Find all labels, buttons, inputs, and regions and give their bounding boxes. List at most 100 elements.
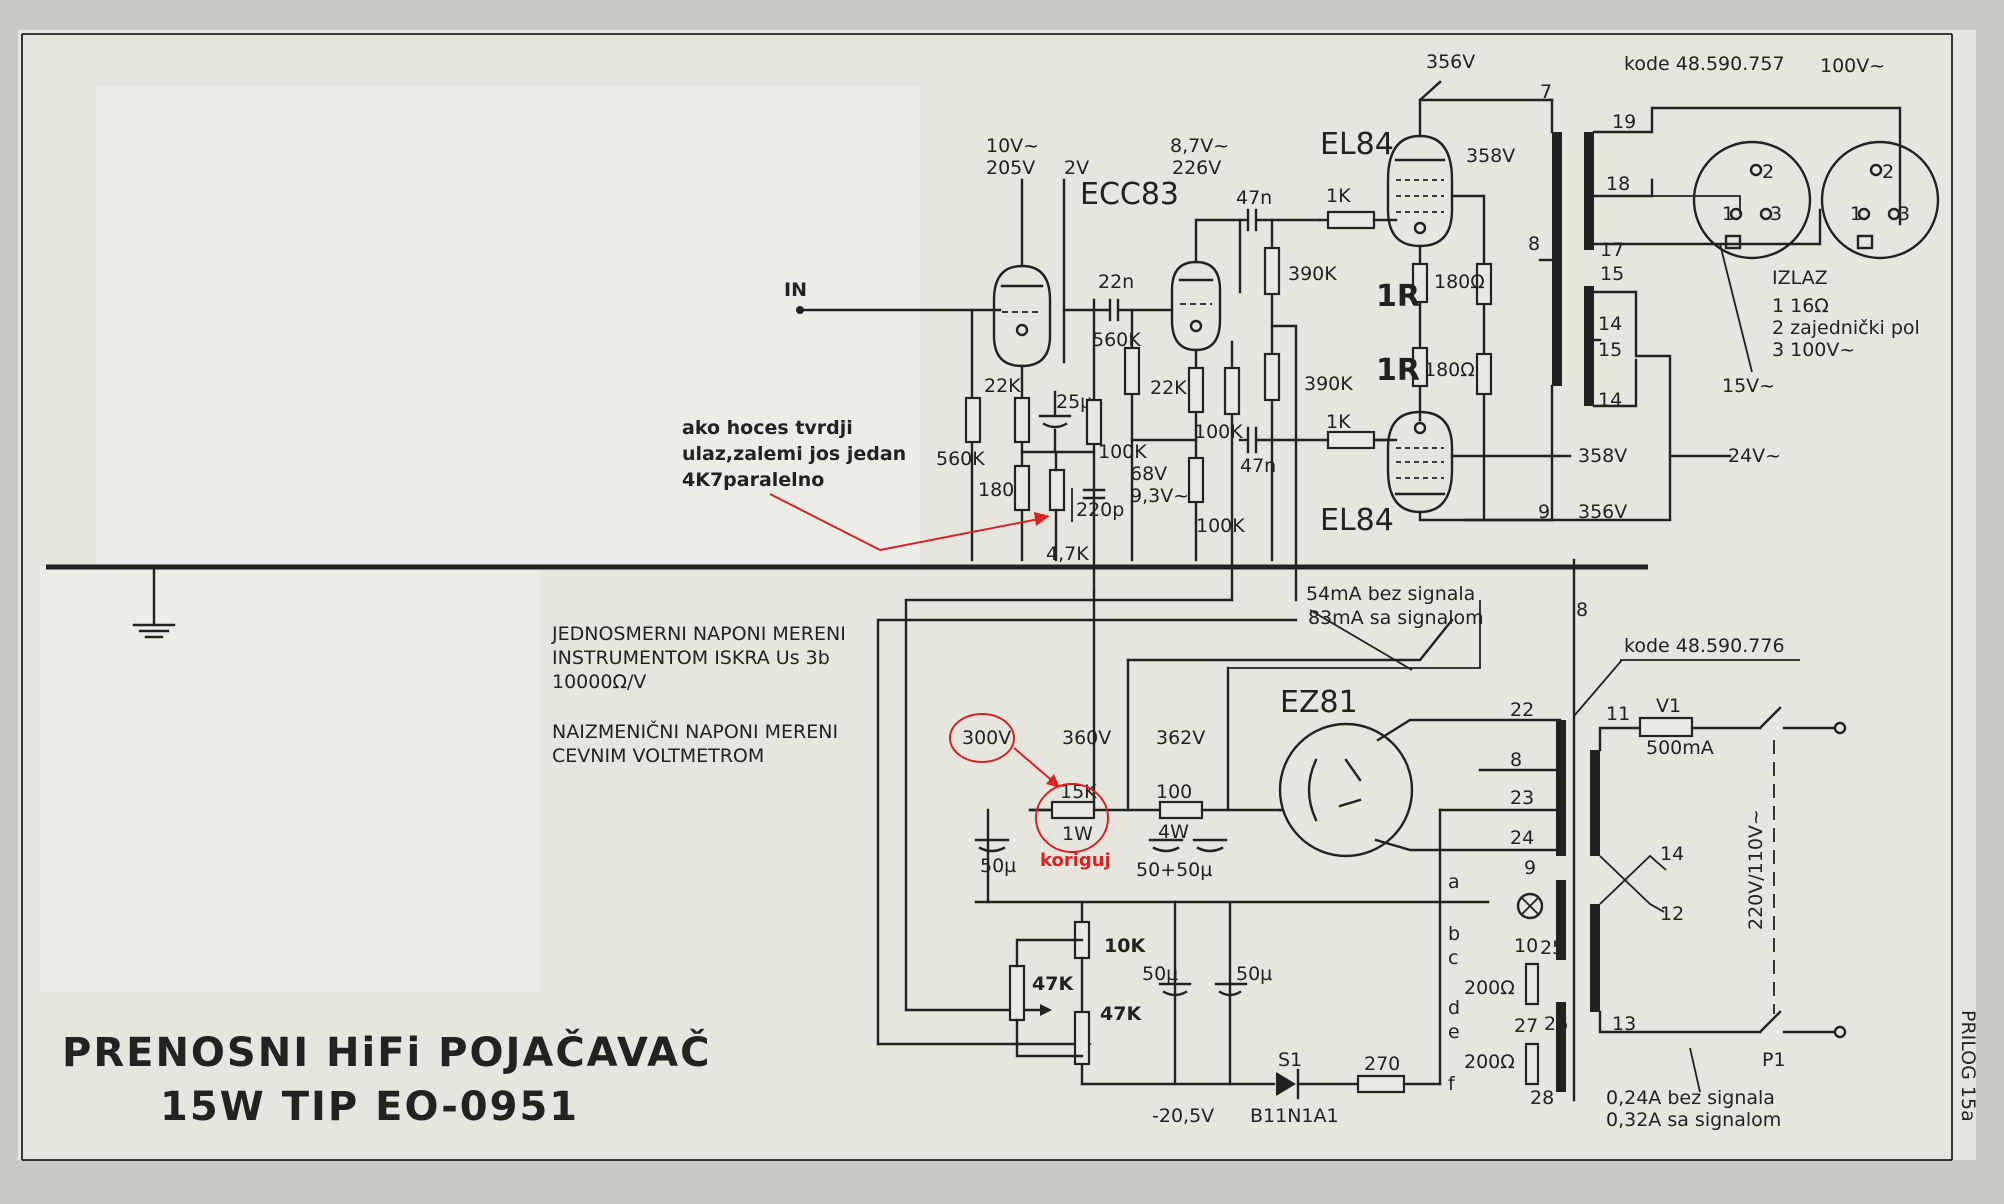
- svg-text:1K: 1K: [1326, 411, 1351, 433]
- svg-text:18: 18: [1606, 173, 1630, 195]
- output-socket-1[interactable]: 123: [1692, 140, 1812, 260]
- tube-el84-bottom: EL84: [1320, 503, 1394, 538]
- highlight-300v: [949, 713, 1015, 763]
- fix-label: koriguj: [1040, 850, 1111, 871]
- resistor-270: [1356, 1074, 1406, 1094]
- svg-text:kode 48.590.757: kode 48.590.757: [1624, 53, 1785, 75]
- pot-4k7: [1048, 468, 1066, 512]
- svg-text:100V~: 100V~: [1820, 55, 1885, 77]
- pot-47k-a: [1008, 964, 1026, 1022]
- svg-text:JEDNOSMERNI NAPONI MERENI: JEDNOSMERNI NAPONI MERENI: [551, 623, 846, 645]
- erased-area-2: [40, 566, 540, 992]
- svg-text:15V~: 15V~: [1722, 375, 1775, 397]
- resistor-100: [1158, 800, 1204, 820]
- svg-text:22K: 22K: [1150, 377, 1187, 399]
- output-socket-2[interactable]: 123: [1820, 140, 1940, 260]
- svg-text:13: 13: [1612, 1013, 1636, 1035]
- mains-switch-a[interactable]: [1758, 706, 1782, 730]
- resistor-180-b: [1475, 352, 1493, 396]
- tube-el84-top: EL84: [1320, 127, 1394, 162]
- svg-text:NAIZMENIČNI NAPONI MERENI: NAIZMENIČNI NAPONI MERENI: [552, 719, 838, 743]
- cap-50u-d: [1158, 982, 1192, 997]
- resistor-560k-b: [1123, 346, 1141, 396]
- svg-text:V1: V1: [1656, 695, 1681, 717]
- cap-50u-b: [1148, 838, 1184, 853]
- resistor-100k-c: [1187, 456, 1205, 504]
- svg-text:47K: 47K: [1100, 1003, 1142, 1025]
- svg-text:0,24A bez signala: 0,24A bez signala: [1606, 1087, 1775, 1109]
- pot-47k-b: [1073, 1010, 1091, 1066]
- svg-text:47n: 47n: [1236, 187, 1272, 209]
- svg-text:12: 12: [1660, 903, 1684, 925]
- resistor-390k-b: [1263, 352, 1281, 402]
- svg-text:3: 3: [1898, 203, 1910, 225]
- resistor-1r-a: [1411, 262, 1429, 304]
- svg-text:50µ: 50µ: [1236, 963, 1272, 985]
- svg-text:358V: 358V: [1578, 445, 1627, 467]
- resistor-feedback: [1085, 398, 1103, 446]
- title-line-1: PRENOSNI HiFi POJAČAVAČ: [62, 1028, 711, 1076]
- svg-text:1W: 1W: [1062, 823, 1093, 845]
- resistor-1k-a: [1326, 210, 1376, 230]
- svg-text:362V: 362V: [1156, 727, 1205, 749]
- svg-text:390K: 390K: [1288, 263, 1337, 285]
- mains-terminal-b[interactable]: [1833, 1025, 1847, 1039]
- svg-text:14: 14: [1598, 389, 1622, 411]
- svg-text:f: f: [1448, 1073, 1456, 1095]
- svg-text:2: 2: [1762, 161, 1774, 183]
- erased-area: [96, 86, 920, 566]
- svg-text:200Ω: 200Ω: [1464, 977, 1515, 999]
- svg-text:10V~: 10V~: [986, 135, 1039, 157]
- svg-text:300V: 300V: [962, 727, 1011, 749]
- resistor-1k-b: [1326, 430, 1376, 450]
- svg-text:kode 48.590.776: kode 48.590.776: [1624, 635, 1785, 657]
- svg-text:4W: 4W: [1158, 821, 1189, 843]
- output-transformer-core: [1552, 132, 1562, 386]
- annotation-1r-b: 1R: [1376, 353, 1420, 388]
- svg-text:54mA bez signala: 54mA bez signala: [1306, 583, 1475, 605]
- svg-text:2V: 2V: [1064, 157, 1089, 179]
- svg-text:100: 100: [1156, 781, 1192, 803]
- hint-line-1: ako hoces tvrdji: [682, 417, 853, 439]
- resistor-390k-a: [1263, 246, 1281, 296]
- svg-text:22: 22: [1510, 699, 1534, 721]
- svg-text:3 100V~: 3 100V~: [1772, 339, 1855, 361]
- svg-text:24V~: 24V~: [1728, 445, 1781, 467]
- svg-text:560K: 560K: [936, 448, 985, 470]
- svg-text:2: 2: [1882, 161, 1894, 183]
- cap-50u-a: [974, 838, 1010, 853]
- svg-text:26: 26: [1544, 1013, 1568, 1035]
- svg-text:15: 15: [1598, 339, 1622, 361]
- svg-text:11: 11: [1606, 703, 1630, 725]
- svg-text:205V: 205V: [986, 157, 1035, 179]
- svg-text:356V: 356V: [1426, 51, 1475, 73]
- svg-text:8: 8: [1510, 749, 1522, 771]
- mains-terminal-a[interactable]: [1833, 721, 1847, 735]
- input-terminal[interactable]: [796, 306, 804, 314]
- hint-line-3: 4K7paralelno: [682, 469, 824, 491]
- svg-text:226V: 226V: [1172, 157, 1221, 179]
- svg-text:9,3V~: 9,3V~: [1130, 485, 1189, 507]
- hint-arrow: [769, 493, 881, 551]
- pilot-lamp: [1516, 892, 1544, 920]
- svg-text:220p: 220p: [1076, 499, 1124, 521]
- svg-text:d: d: [1448, 997, 1460, 1019]
- fuse-v1: [1638, 716, 1694, 738]
- mains-switch-p1[interactable]: [1758, 1010, 1782, 1034]
- trim-200-a: [1524, 962, 1540, 1006]
- svg-text:9: 9: [1538, 501, 1550, 523]
- svg-text:14: 14: [1660, 843, 1684, 865]
- svg-text:500mA: 500mA: [1646, 737, 1714, 759]
- svg-text:10: 10: [1514, 935, 1538, 957]
- svg-text:10K: 10K: [1104, 935, 1146, 957]
- svg-text:8: 8: [1528, 233, 1540, 255]
- resistor-180: [1013, 464, 1031, 512]
- svg-text:8,7V~: 8,7V~: [1170, 135, 1229, 157]
- input-label: IN: [784, 279, 807, 301]
- resistor-180-a: [1475, 262, 1493, 306]
- svg-text:9: 9: [1524, 857, 1536, 879]
- svg-text:22K: 22K: [984, 375, 1021, 397]
- svg-text:e: e: [1448, 1021, 1460, 1043]
- svg-text:28: 28: [1530, 1087, 1554, 1109]
- svg-text:-20,5V: -20,5V: [1152, 1105, 1214, 1127]
